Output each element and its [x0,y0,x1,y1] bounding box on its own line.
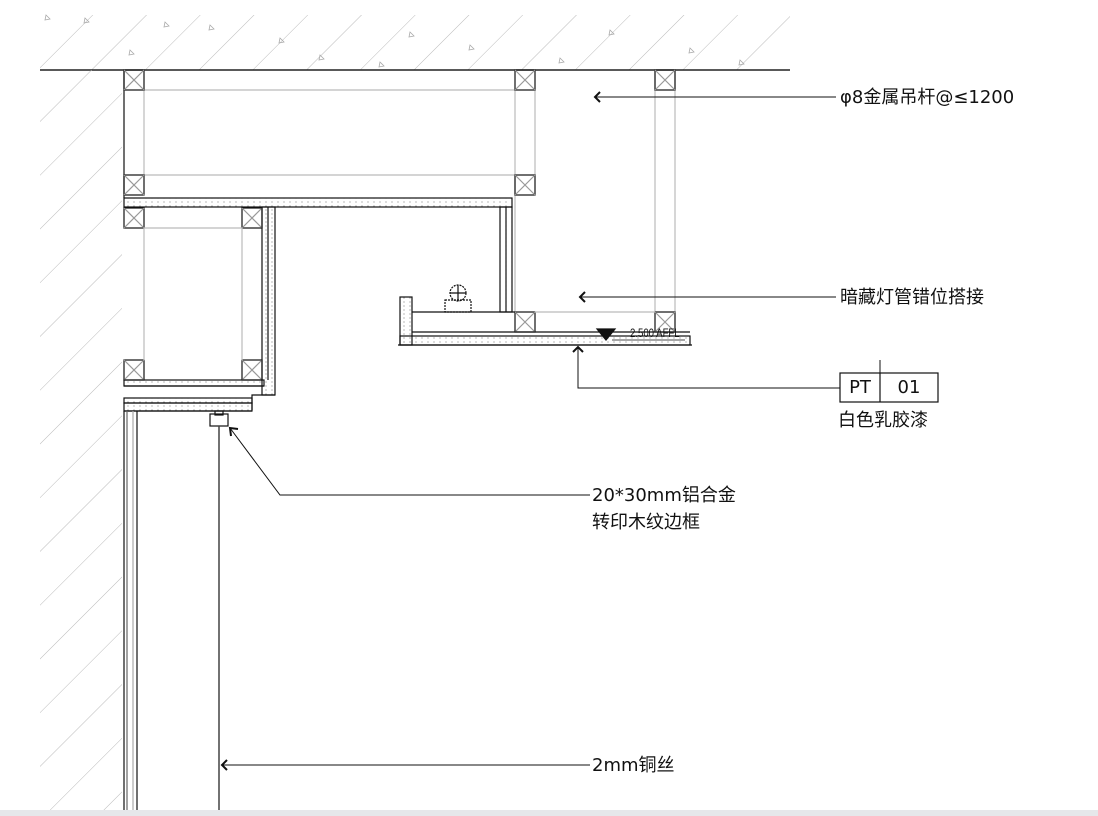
light-fixture-icon [444,284,472,313]
upper-keel-frame [123,69,676,381]
finish-tag-box [839,372,939,403]
frame-label-line2: 转印木纹边框 [592,512,700,533]
keel-squares [123,69,676,381]
hanger-rod-label: φ8金属吊杆@≤1200 [840,87,1015,108]
wall [40,70,122,810]
finish-name-label: 白色乳胶漆 [838,410,928,431]
aluminum-frame [209,410,229,427]
wire-label: 2mm铜丝 [592,755,675,776]
frame-label-line1: 20*30mm铝合金 [592,485,736,506]
level-text: 2.500 AFFL [630,326,680,340]
finish-code-prefix: PT [849,377,871,398]
finish-code-number: 01 [897,377,921,398]
bottom-scrollbar[interactable] [0,810,1098,816]
light-cove [398,296,692,346]
gypsum-boards [123,197,513,412]
level-symbol [595,328,685,341]
concrete-slab [40,14,790,71]
hidden-light-label: 暗藏灯管错位搭接 [840,287,984,308]
leader-lines [220,91,881,771]
glass-panel [123,411,138,810]
